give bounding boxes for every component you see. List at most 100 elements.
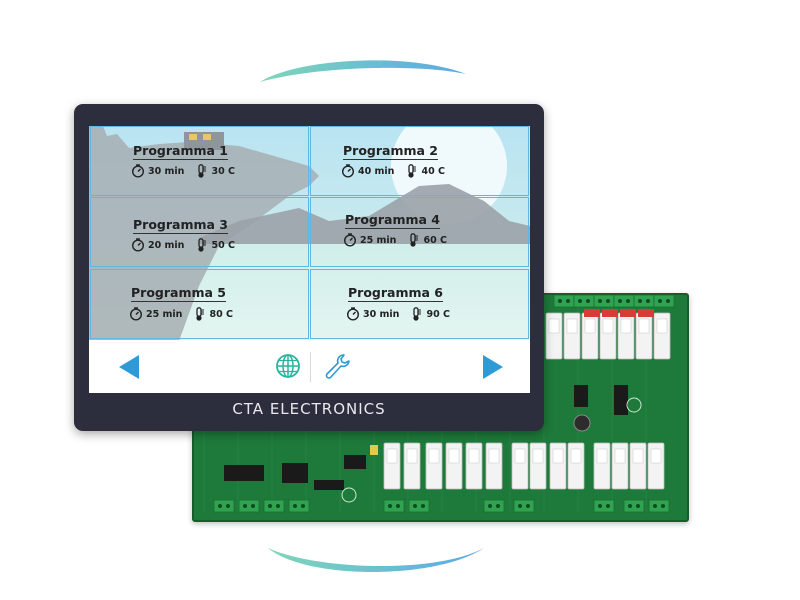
relay-label [638,318,650,334]
timer-icon [341,164,355,178]
timer-icon [346,307,360,321]
terminal-screw [496,504,500,508]
program-tile-4[interactable]: Programma 4 25 min 60 C [310,197,529,267]
program-time: 30 min [148,165,185,177]
terminal-screw [606,299,610,303]
program-tile-2[interactable]: Programma 2 40 min 40 C [310,126,529,196]
relay-label [532,448,544,464]
bottom-toolbar [89,340,530,393]
relay-label [632,448,644,464]
terminal-screw [218,504,222,508]
terminal-screw [268,504,272,508]
relay-label [488,448,500,464]
timer-icon [131,238,145,252]
terminal-block [648,499,670,513]
wrench-icon[interactable] [323,352,351,380]
terminal-screw [661,504,665,508]
program-temp: 50 C [211,239,235,251]
terminal-screw [276,504,280,508]
relay-label [406,448,418,464]
relay-label [386,448,398,464]
timer-icon [131,164,145,178]
relay-base [620,309,636,317]
ic-chip [574,385,588,407]
arrow-right-icon[interactable] [481,354,505,380]
pcb-logo [341,487,357,503]
program-time: 40 min [358,165,395,177]
terminal-screw [636,504,640,508]
brand-label: CTA ELECTRONICS [232,400,386,418]
relay-label [552,448,564,464]
terminal-screw [388,504,392,508]
decorative-swoosh-bottom [268,548,484,572]
arrow-left-icon[interactable] [117,354,141,380]
terminal-screw [666,299,670,303]
terminal-block [633,295,655,308]
thermometer-icon [409,307,423,321]
program-temp: 60 C [423,234,447,246]
terminal-screw [646,299,650,303]
terminal-screw [606,504,610,508]
terminal-screw [421,504,425,508]
thermometer-icon [194,238,208,252]
program-time: 25 min [146,308,183,320]
terminal-screw [488,504,492,508]
terminal-screw [618,299,622,303]
ic-chip [282,463,308,483]
terminal-screw [653,504,657,508]
timer-icon [343,233,357,247]
pcb-logo [626,397,642,413]
program-details: 20 min 50 C [131,238,235,252]
program-time: 20 min [148,239,185,251]
relay-label [514,448,526,464]
program-temp: 80 C [209,308,233,320]
terminal-screw [598,299,602,303]
globe-icon[interactable] [275,353,301,379]
ic-chip [344,455,366,469]
terminal-screw [243,504,247,508]
potentiometer [370,445,378,455]
relay-label [448,448,460,464]
terminal-block [213,499,235,513]
relay-label [602,318,614,334]
relay-label [428,448,440,464]
capacitor [573,414,591,432]
terminal-block [263,499,285,513]
terminal-screw [578,299,582,303]
program-temp: 40 C [421,165,445,177]
relay-label [656,318,668,334]
terminal-screw [626,299,630,303]
program-title: Programma 2 [343,143,438,160]
terminal-block [593,499,615,513]
terminal-screw [301,504,305,508]
ic-chip [614,385,628,415]
relay-label [584,318,596,334]
terminal-screw [566,299,570,303]
terminal-screw [558,299,562,303]
program-time: 30 min [363,308,400,320]
program-details: 25 min 80 C [129,307,233,321]
relay-base [584,309,600,317]
terminal-screw [526,504,530,508]
relay-label [566,318,578,334]
terminal-block [593,295,615,308]
thermometer-icon [194,164,208,178]
relay-label [548,318,560,334]
toolbar-divider [310,352,311,382]
program-title: Programma 6 [348,285,443,302]
terminal-screw [226,504,230,508]
program-title: Programma 4 [345,212,440,229]
terminal-block [573,295,595,308]
terminal-screw [413,504,417,508]
terminal-block [383,499,405,513]
terminal-screw [586,299,590,303]
program-time: 25 min [360,234,397,246]
